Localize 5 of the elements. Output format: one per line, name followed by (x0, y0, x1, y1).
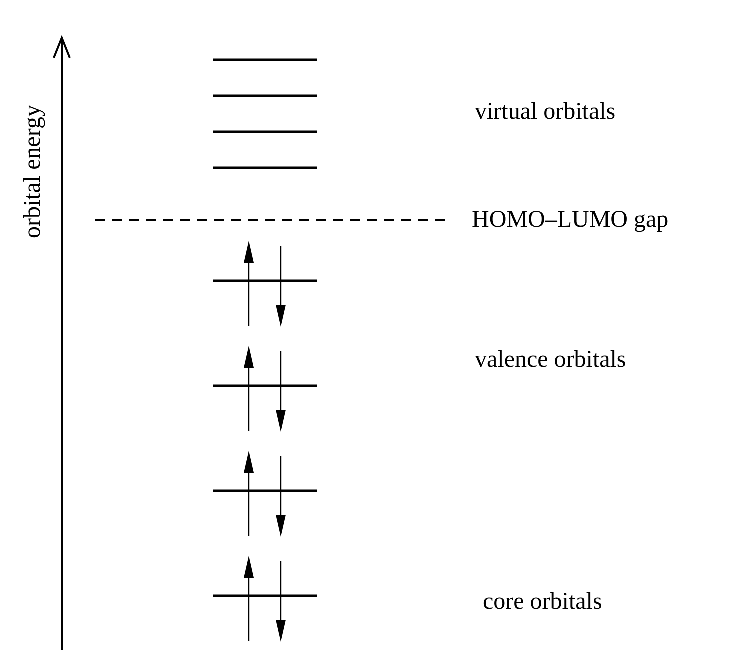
gap-label: HOMO–LUMO gap (472, 206, 669, 234)
level-label: virtual orbitals (475, 98, 616, 126)
level-label: core orbitals (483, 588, 602, 616)
level-label: valence orbitals (475, 346, 626, 374)
axis-label: orbital energy (19, 105, 47, 239)
